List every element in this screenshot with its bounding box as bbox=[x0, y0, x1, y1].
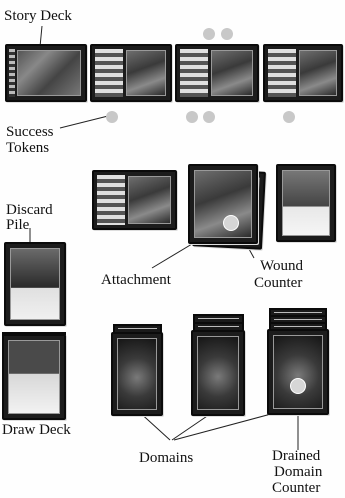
domain-card-1[interactable] bbox=[111, 332, 163, 416]
character-card-right[interactable] bbox=[276, 164, 336, 242]
domain-2-stack-edge-a bbox=[193, 314, 244, 324]
success-token-2[interactable] bbox=[221, 28, 233, 40]
drained-domain-counter-token[interactable] bbox=[290, 378, 306, 394]
domain-3-stack-edge-c bbox=[269, 322, 327, 330]
label-success-line1: Success bbox=[6, 124, 54, 140]
character-card[interactable] bbox=[188, 164, 258, 244]
character-card-sideways[interactable] bbox=[92, 170, 177, 230]
story-deck-card[interactable] bbox=[5, 44, 87, 102]
story-card-3[interactable] bbox=[175, 44, 259, 102]
label-drained-line2: Domain bbox=[274, 464, 323, 480]
domain-card-2[interactable] bbox=[191, 330, 245, 416]
draw-deck-card[interactable] bbox=[2, 334, 66, 420]
story-card-4[interactable] bbox=[263, 44, 343, 102]
label-domains: Domains bbox=[139, 450, 194, 466]
label-discard-line2: Pile bbox=[6, 217, 30, 233]
wound-counter-token[interactable] bbox=[223, 215, 239, 231]
discard-pile-card[interactable] bbox=[4, 242, 66, 326]
label-wound-line2: Counter bbox=[254, 275, 303, 291]
success-token-5[interactable] bbox=[203, 111, 215, 123]
domain-2-stack-edge-b bbox=[193, 322, 244, 332]
label-story-deck: Story Deck bbox=[4, 8, 72, 24]
success-token-4[interactable] bbox=[186, 111, 198, 123]
success-token-3[interactable] bbox=[106, 111, 118, 123]
label-success-line2: Tokens bbox=[6, 140, 50, 156]
label-draw-deck: Draw Deck bbox=[2, 422, 71, 438]
domain-1-stack-edge bbox=[113, 324, 162, 334]
label-wound-line1: Wound bbox=[260, 258, 303, 274]
domain-3-stack-edge-b bbox=[269, 315, 327, 323]
domain-card-3[interactable] bbox=[267, 329, 329, 415]
success-token-6[interactable] bbox=[283, 111, 295, 123]
story-card-2[interactable] bbox=[90, 44, 172, 102]
label-drained-line1: Drained bbox=[272, 448, 321, 464]
success-tokens-callout bbox=[59, 115, 109, 129]
domain-3-stack-edge-a bbox=[269, 308, 327, 316]
label-drained-line3: Counter bbox=[272, 480, 321, 496]
success-token-1[interactable] bbox=[203, 28, 215, 40]
label-discard-line1: Discard bbox=[6, 202, 53, 218]
label-attachment: Attachment bbox=[101, 272, 171, 288]
